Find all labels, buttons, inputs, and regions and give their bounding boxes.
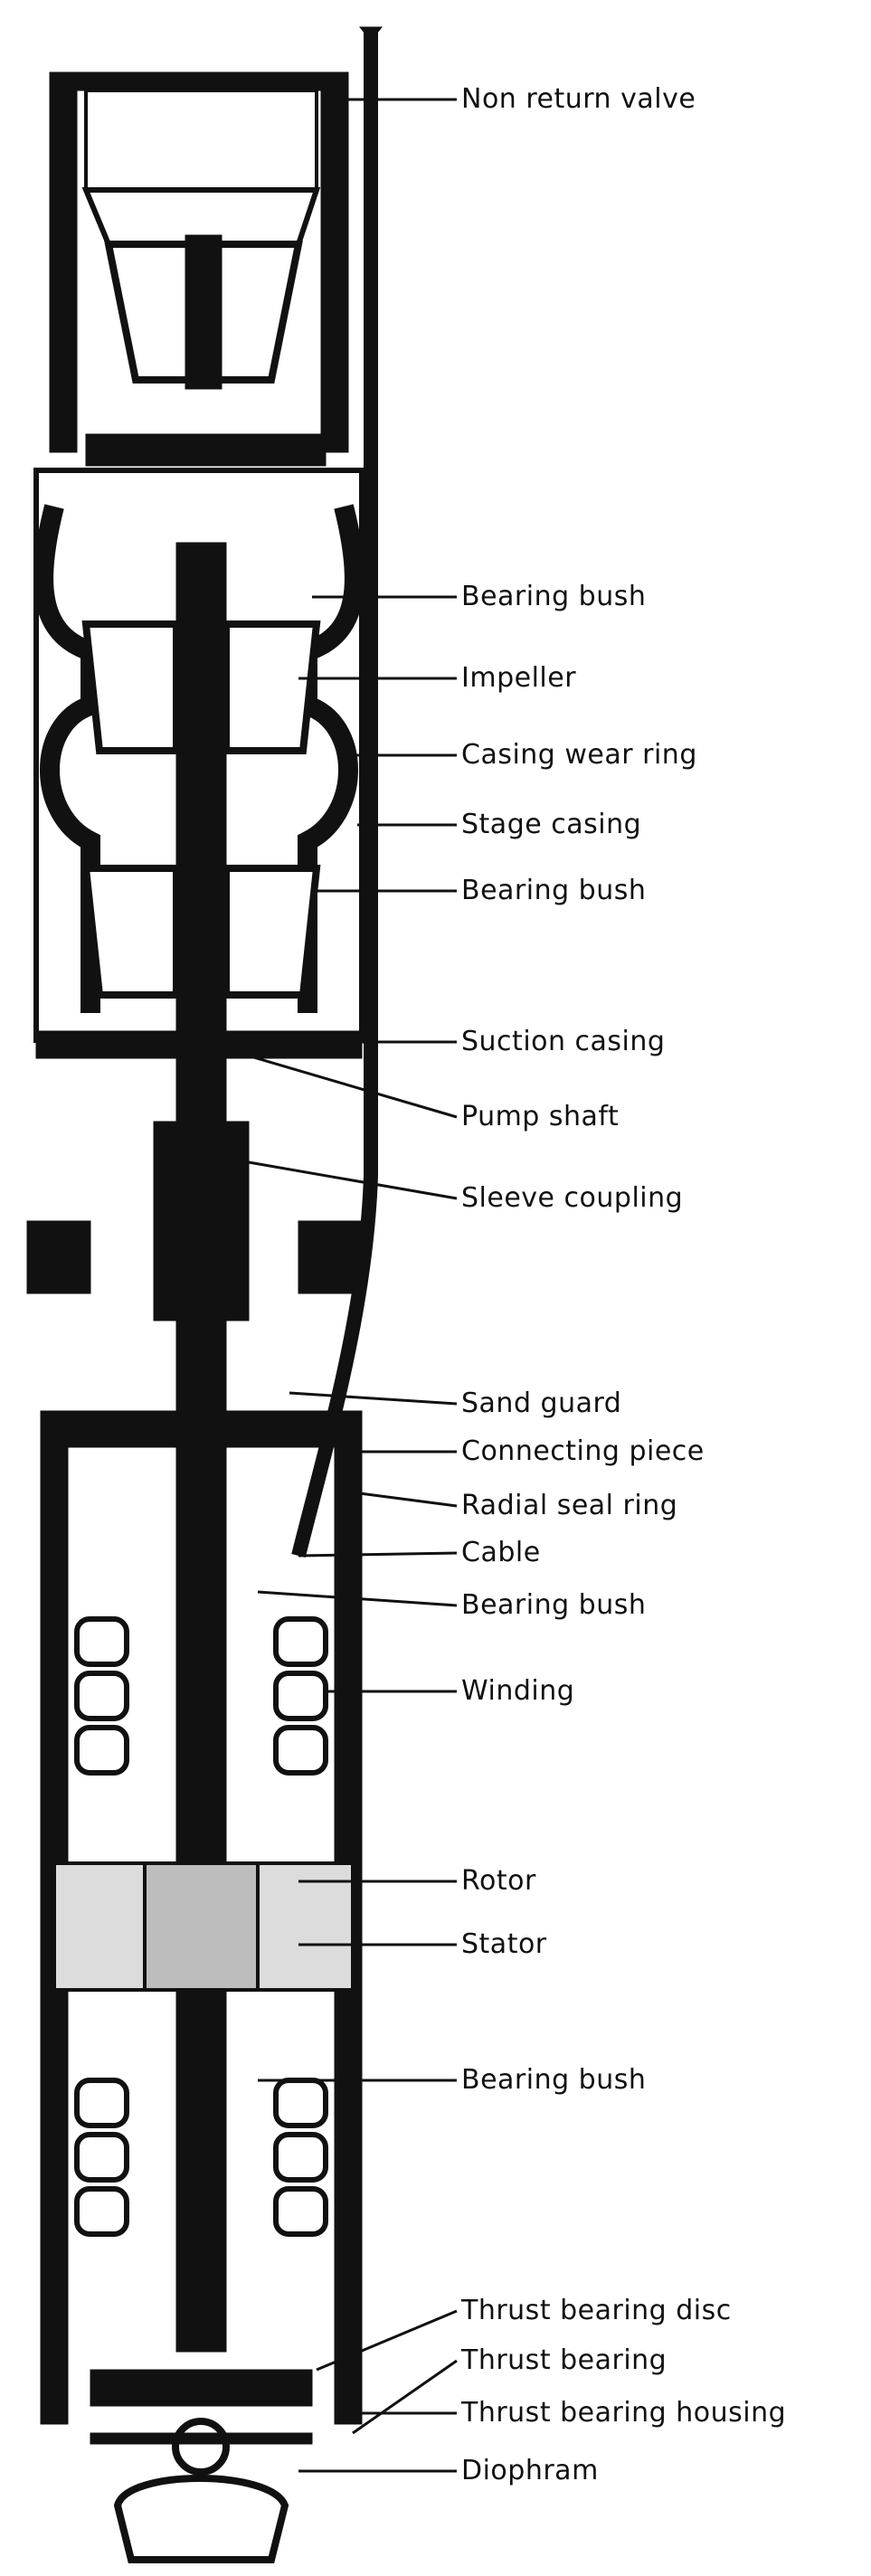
label-cable: Cable xyxy=(461,1537,541,1568)
label-thrust-bearing: Thrust bearing xyxy=(461,2344,667,2376)
label-connecting-piece: Connecting piece xyxy=(461,1435,705,1467)
label-thrust-bearing-disc: Thrust bearing disc xyxy=(461,2295,732,2326)
label-non-return-valve: Non return valve xyxy=(461,83,696,115)
label-casing-wear-ring: Casing wear ring xyxy=(461,739,697,771)
label-bearing-bush-2: Bearing bush xyxy=(461,875,647,906)
label-impeller: Impeller xyxy=(461,662,577,694)
label-diophram: Diophram xyxy=(461,2455,599,2486)
label-radial-seal-ring: Radial seal ring xyxy=(461,1490,678,1521)
label-bearing-bush-1: Bearing bush xyxy=(461,581,647,612)
label-bearing-bush-4: Bearing bush xyxy=(461,2064,647,2096)
label-pump-shaft: Pump shaft xyxy=(461,1101,620,1132)
label-bearing-bush-3: Bearing bush xyxy=(461,1589,647,1621)
label-stator: Stator xyxy=(461,1928,547,1960)
leader-lines xyxy=(225,98,458,2473)
label-thrust-bearing-housing: Thrust bearing housing xyxy=(461,2397,787,2429)
label-winding: Winding xyxy=(461,1675,575,1707)
label-suction-casing: Suction casing xyxy=(461,1026,666,1057)
label-sand-guard: Sand guard xyxy=(461,1387,622,1419)
label-sleeve-coupling: Sleeve coupling xyxy=(461,1182,684,1214)
label-rotor: Rotor xyxy=(461,1865,536,1897)
label-stage-casing: Stage casing xyxy=(461,809,642,840)
pump-body xyxy=(26,26,383,2563)
